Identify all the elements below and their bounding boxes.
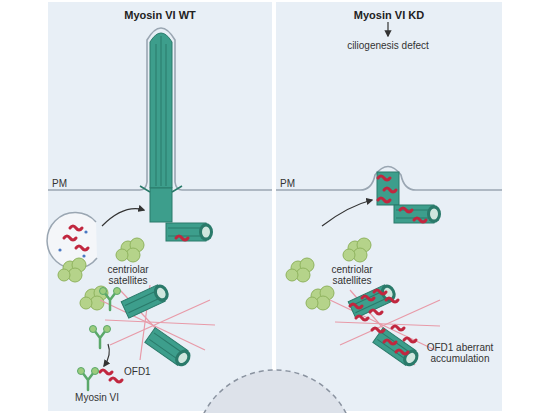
annotation-label: PM (52, 178, 82, 189)
annotation-label: centriolar satellites (322, 264, 382, 286)
annotation-label: ciliogenesis defect (330, 40, 446, 51)
annotation-label: Myosin VI (62, 392, 132, 403)
annotation-label: OFD1 (124, 366, 164, 377)
panel-heading: Myosin VI WT (48, 9, 272, 21)
annotation-label: centriolar satellites (98, 264, 158, 286)
panel-heading: Myosin VI KD (276, 9, 502, 21)
annotation-label: PM (280, 178, 310, 189)
annotation-label: OFD1 aberrant accumulation (420, 342, 500, 364)
